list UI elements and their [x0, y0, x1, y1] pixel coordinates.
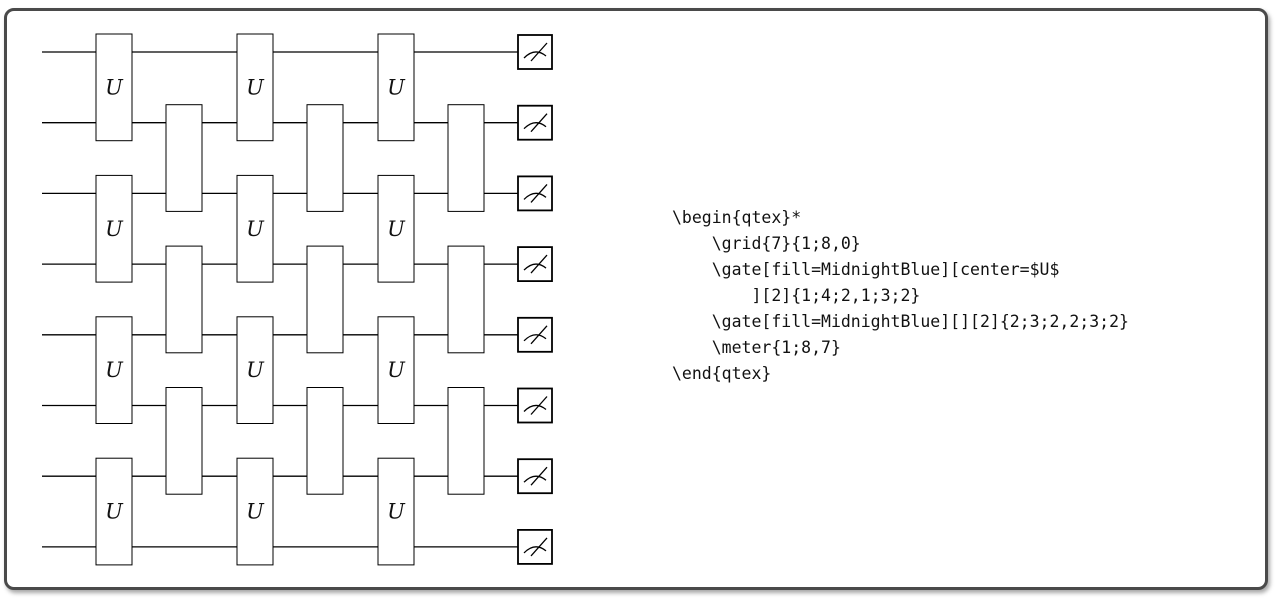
u-gate [236, 33, 274, 142]
gate-label: U [387, 217, 406, 241]
blank-gate [447, 387, 485, 495]
gate-label: U [387, 500, 406, 524]
measurement-meter-icon [517, 175, 553, 212]
measurement-meter-icon [517, 387, 553, 424]
u-gate [95, 316, 133, 424]
code-line: \grid{7}{1;8,0} [672, 234, 861, 253]
gate-label: U [246, 500, 265, 524]
code-line: ][2]{1;4;2,1;3;2} [672, 286, 921, 305]
blank-gate [306, 387, 344, 495]
code-line: \end{qtex} [672, 364, 772, 383]
gate-label: U [246, 217, 265, 241]
gate-label: U [387, 75, 406, 99]
blank-gate [306, 104, 344, 212]
measurement-meter-icon [517, 104, 553, 141]
code-line: \begin{qtex}* [672, 208, 802, 227]
u-gate [95, 33, 133, 142]
gate-label: U [246, 358, 265, 382]
gate-label: U [387, 358, 406, 382]
u-gate [377, 316, 415, 424]
measurement-meter-icon [517, 246, 553, 283]
blank-gate [165, 245, 203, 354]
blank-gate [165, 387, 203, 495]
code-line: \gate[fill=MidnightBlue][][2]{2;3;2,2;3;… [672, 312, 1129, 331]
quantum-circuit-diagram: U U U U U U U U U U U U [42, 33, 553, 566]
u-gate [236, 457, 274, 566]
measurement-meter-icon [517, 316, 553, 353]
latex-code-block: \begin{qtex}* \grid{7}{1;8,0} \gate[fill… [672, 205, 1129, 387]
u-gate [236, 174, 274, 283]
measurement-meter-icon [517, 458, 553, 495]
blank-gate [306, 245, 344, 354]
measurement-meter-icon [517, 529, 553, 565]
example-frame [4, 8, 1268, 590]
code-line: \meter{1;8,7} [672, 338, 841, 357]
gate-label: U [105, 75, 124, 99]
u-gate [95, 174, 133, 283]
blank-gate [447, 104, 485, 212]
u-gate [95, 457, 133, 566]
gate-label: U [105, 358, 124, 382]
blank-gate [165, 104, 203, 212]
u-gate [377, 174, 415, 283]
gate-label: U [105, 500, 124, 524]
u-gate [236, 316, 274, 424]
gate-label: U [246, 75, 265, 99]
code-line: \gate[fill=MidnightBlue][center=$U$ [672, 260, 1060, 279]
u-gate [377, 33, 415, 142]
u-gate [377, 457, 415, 566]
gate-label: U [105, 217, 124, 241]
blank-gate [447, 245, 485, 354]
measurement-meter-icon [517, 34, 553, 70]
